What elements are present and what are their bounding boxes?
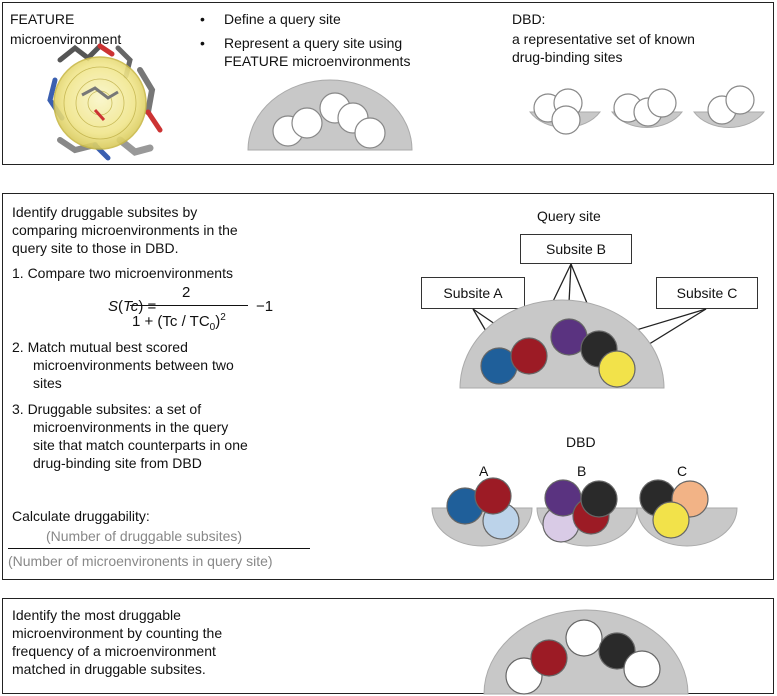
panel3-line4: matched in druggable subsites. <box>12 661 206 677</box>
dbd-site-2 <box>611 88 683 128</box>
dbd-site-1 <box>529 88 601 135</box>
step3-line1: 3. Druggable subsites: a set of <box>12 401 202 417</box>
formula-numerator: 2 <box>182 284 191 301</box>
intro-line2: comparing microenvironments in the <box>12 222 238 238</box>
formula-denominator: 1 + (Tc / TC0)2 <box>132 312 226 333</box>
calc-label: Calculate druggability: <box>12 508 150 524</box>
white-sphere <box>354 117 386 149</box>
feature-subtitle: microenvironment <box>10 31 122 47</box>
dbd-desc-line1: a representative set of known <box>512 31 695 47</box>
step2-line3: sites <box>33 375 62 391</box>
step3-line2: microenvironments in the query <box>33 419 229 435</box>
dbd-site-b <box>536 479 638 547</box>
yellow-sphere <box>598 350 636 388</box>
calc-numerator: (Number of druggable subsites) <box>46 528 243 544</box>
dbd-title: DBD: <box>512 11 546 27</box>
white-sphere <box>623 650 661 688</box>
bullet-1: • <box>200 11 205 27</box>
step3-line3: site that match counterparts in one <box>33 437 248 453</box>
intro-line3: query site to those in DBD. <box>12 240 179 256</box>
subsite-c-box: Subsite C <box>656 277 758 309</box>
red-sphere <box>530 639 568 677</box>
panel3-line3: frequency of a microenvironment <box>12 643 216 659</box>
step2-line2: microenvironments between two <box>33 357 234 373</box>
formula-lhs: S(Tc) = <box>108 298 157 315</box>
query-site-spheres <box>272 92 386 149</box>
query-site-label: Query site <box>537 208 601 224</box>
step3-line4: drug-binding site from DBD <box>33 455 202 471</box>
panel3-line2: microenvironment by counting the <box>12 625 223 641</box>
dbd-site-a <box>431 477 533 547</box>
bullet-2-text-line2: FEATURE microenvironments <box>224 53 411 69</box>
calc-denominator: (Number of microenvironents in query sit… <box>8 553 273 569</box>
intro-line1: Identify druggable subsites by <box>12 204 198 220</box>
dbd-b-label: B <box>577 463 587 479</box>
dbd-site-c <box>636 479 738 547</box>
feature-title: FEATURE <box>10 11 75 27</box>
bullet-2-text-line1: Represent a query site using <box>224 35 403 51</box>
subsite-b-box: Subsite B <box>520 234 632 264</box>
dbd-label: DBD <box>566 434 596 450</box>
bullet-2: • <box>200 35 205 51</box>
formula-minus-one: −1 <box>256 298 274 315</box>
dbd-a-label: A <box>479 463 489 479</box>
microenvironment-sphere <box>53 56 147 150</box>
formula-bar <box>130 305 248 306</box>
dbd-desc-line2: drug-binding sites <box>512 49 623 65</box>
step2-line1: 2. Match mutual best scored <box>12 339 188 355</box>
subsite-a-box: Subsite A <box>421 277 525 309</box>
panel3-line1: Identify the most druggable <box>12 607 181 623</box>
red-sphere <box>510 337 548 375</box>
dbd-site-3 <box>693 85 765 128</box>
step1-text: 1. Compare two microenvironments <box>12 265 233 281</box>
bullet-1-text: Define a query site <box>224 11 341 27</box>
calc-fraction-bar <box>8 548 310 549</box>
white-sphere <box>291 107 323 139</box>
dbd-c-label: C <box>677 463 688 479</box>
white-sphere <box>565 619 603 657</box>
